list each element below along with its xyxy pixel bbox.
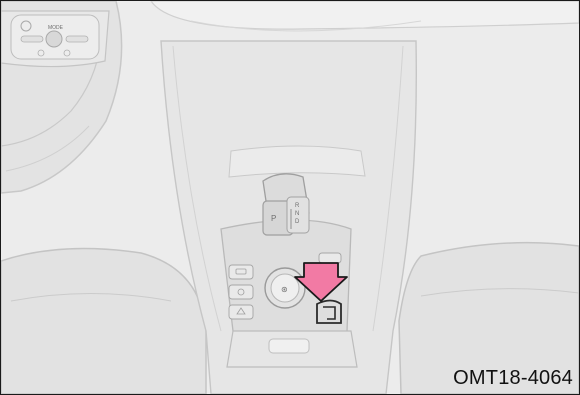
park-label: P: [271, 214, 276, 223]
figure-code: OMT18-4064: [453, 367, 573, 390]
gear-shifter: P R N D: [263, 174, 309, 235]
gear-position-r: R: [295, 203, 300, 209]
gear-position-n: N: [295, 211, 299, 217]
gear-position-d: D: [295, 219, 300, 225]
steering-mode-label: MODE: [48, 25, 64, 31]
drive-mode-knob-label: ⊛: [281, 285, 288, 294]
